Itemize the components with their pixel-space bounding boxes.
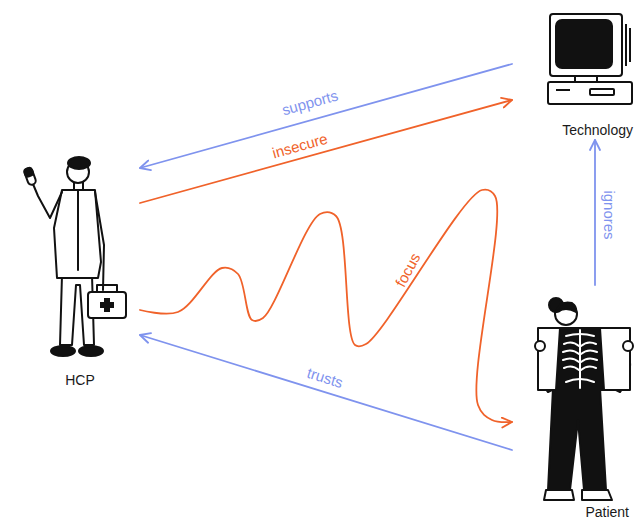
figure-node: Patient — [512, 285, 635, 522]
patient-hand — [623, 341, 633, 351]
bag-cross — [100, 302, 114, 308]
wavy-arrow — [140, 190, 512, 423]
edge-label: supports — [280, 88, 340, 119]
relation-arrow — [140, 335, 512, 450]
clavicle — [566, 334, 594, 336]
relation-arrow — [140, 100, 512, 203]
xray-board — [538, 328, 630, 390]
bag-handle — [97, 285, 117, 292]
medical-bag — [88, 292, 126, 318]
edge-label: trusts — [305, 365, 345, 391]
node-label: Patient — [512, 504, 629, 520]
hcp-figure — [24, 157, 126, 356]
xray-skeleton — [563, 330, 597, 388]
rib — [563, 350, 597, 354]
patient-pants — [548, 388, 606, 490]
patient-shoe — [544, 490, 574, 500]
xray-torso — [556, 328, 604, 390]
node-label: Technology — [512, 122, 633, 138]
hcp-hair — [68, 157, 90, 169]
patient-figure — [535, 298, 633, 500]
pill-half — [24, 167, 34, 177]
pill — [24, 167, 37, 186]
computer-base — [548, 82, 632, 104]
pelvis — [566, 379, 594, 382]
edge-label: insecure — [271, 131, 330, 162]
monitor-vents — [626, 24, 630, 66]
patient-hair — [556, 302, 576, 312]
patient-shoe — [582, 490, 612, 500]
screen — [556, 20, 612, 68]
rib — [564, 366, 596, 370]
figure-node: Technology — [512, 10, 635, 140]
hcp-arm — [95, 192, 104, 290]
hcp-arm — [33, 184, 62, 218]
hcp-coat — [54, 190, 101, 278]
base-line — [556, 89, 570, 91]
rib — [564, 342, 596, 346]
computer-figure — [548, 14, 632, 104]
disk-slot — [590, 89, 614, 95]
rib — [563, 358, 597, 362]
node-label: HCP — [20, 372, 140, 388]
patient-hand — [535, 341, 545, 351]
monitor — [550, 14, 622, 76]
figure-node: HCP — [20, 150, 140, 390]
hcp-shoe — [51, 346, 75, 356]
relation-arrow — [594, 140, 596, 285]
edge-label: ignores — [601, 190, 617, 239]
hcp-coat-seam — [77, 190, 79, 270]
patient-head — [555, 303, 577, 325]
edge-label: focus — [393, 250, 424, 289]
hcp-shoe — [79, 346, 103, 356]
